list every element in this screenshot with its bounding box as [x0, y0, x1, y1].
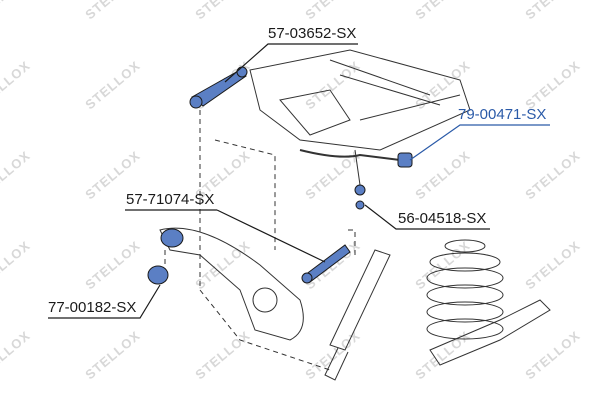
watermark-text: STELLOX: [0, 238, 33, 293]
stabilizer-link-part: [355, 200, 365, 210]
part-label-57-71074-sx: 57-71074-SX: [126, 191, 215, 208]
watermark-text: STELLOX: [522, 238, 583, 293]
watermark-text: STELLOX: [192, 238, 253, 293]
guide-line: [214, 139, 276, 250]
trailing-arm-bushing-part: [160, 228, 184, 248]
lower-control-arm: [429, 299, 551, 366]
part-label-79-00471-sx: 79-00471-SX: [458, 106, 547, 123]
stabilizer-bushing-part: [397, 152, 413, 168]
hub: [252, 287, 278, 313]
leader-79-00471: [409, 124, 550, 161]
watermark-layer: STELLOX STELLOX STELLOX STELLOX STELLOX STELL…: [0, 0, 583, 382]
watermark-text: STELLOX: [302, 0, 363, 22]
watermark-text: STELLOX: [412, 238, 473, 293]
stabilizer-bar: [299, 149, 401, 161]
leader-56-04518: [364, 204, 490, 230]
watermark-text: STELLOX: [412, 0, 473, 22]
leader-57-71074: [125, 209, 326, 263]
trailing-arm: [159, 227, 304, 341]
watermark-text: STELLOX: [0, 0, 33, 22]
watermark-text: STELLOX: [522, 148, 583, 203]
leader-77-00182: [48, 284, 161, 319]
watermark-text: STELLOX: [0, 328, 33, 383]
watermark-text: STELLOX: [522, 0, 583, 22]
shock-rod: [324, 347, 349, 381]
coil-spring: [426, 239, 504, 340]
watermark-text: STELLOX: [0, 58, 33, 113]
leader-57-03652: [224, 43, 358, 83]
watermark-text: STELLOX: [192, 328, 253, 383]
watermark-text: STELLOX: [82, 58, 143, 113]
watermark-text: STELLOX: [0, 148, 33, 203]
part-label-77-00182-sx: 77-00182-SX: [48, 299, 137, 316]
watermark-text: STELLOX: [302, 58, 363, 113]
watermark-text: STELLOX: [82, 238, 143, 293]
lateral-link-bushing: [301, 272, 313, 284]
guide-line: [345, 229, 356, 255]
suspension-illustration: [159, 49, 551, 381]
stabilizer-link-part: [354, 184, 366, 196]
subframe-bracket: [279, 89, 351, 136]
watermark-text: STELLOX: [522, 58, 583, 113]
part-label-56-04518-sx: 56-04518-SX: [398, 210, 487, 227]
subframe-outline: [249, 49, 471, 151]
watermark-text: STELLOX: [302, 328, 363, 383]
watermark-text: STELLOX: [82, 328, 143, 383]
subframe-lines: [329, 59, 461, 121]
trailing-arm-bushing-part: [147, 265, 169, 285]
watermark-text: STELLOX: [192, 0, 253, 22]
part-label-57-03652-sx: 57-03652-SX: [268, 25, 357, 42]
watermark-text: STELLOX: [412, 148, 473, 203]
shock-absorber: [329, 249, 391, 351]
watermark-text: STELLOX: [412, 58, 473, 113]
watermark-text: STELLOX: [522, 328, 583, 383]
watermark-text: STELLOX: [82, 0, 143, 22]
stabilizer-link: [354, 149, 361, 186]
guide-line: [199, 110, 331, 371]
leader-lines: [48, 43, 550, 319]
upper-arm-bushing: [189, 95, 203, 109]
upper-arm-bushing: [236, 66, 248, 78]
